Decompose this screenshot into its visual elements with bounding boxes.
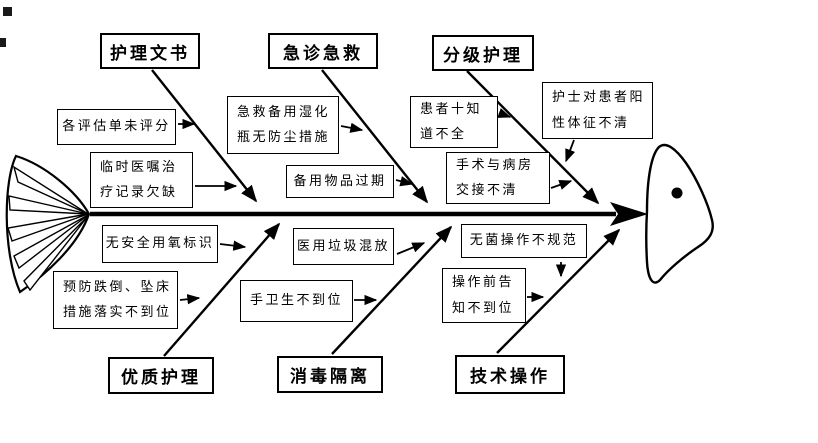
branch-disinfection-isolation <box>331 225 453 355</box>
cause-nurse-unclear-positive-signs: 护士对患者阳 性体征不清 <box>542 82 653 139</box>
arrow-nurse-unclear-positive-signs <box>565 139 576 163</box>
branch-nursing-documents <box>151 69 258 203</box>
cause-surgery-ward-handover-unclear: 手术与病房 交接不清 <box>446 152 550 204</box>
cause-no-oxygen-safety-signs: 无安全用氧标识 <box>102 225 218 263</box>
branch-technical-operation <box>496 228 621 354</box>
arrow-fall-prevention-not-implemented <box>179 294 201 305</box>
cause-aseptic-operation-nonstandard: 无菌操作不规范 <box>461 224 587 258</box>
cause-hand-hygiene-inadequate: 手卫生不到位 <box>240 280 353 322</box>
cause-medical-waste-mixed: 医用垃圾混放 <box>293 228 394 265</box>
arrow-surgery-ward-handover-unclear <box>550 179 573 190</box>
arrow-humidifier-bottle-no-dustproof <box>340 122 364 133</box>
fish-tail-icon <box>5 154 91 294</box>
arrow-medical-waste-mixed <box>396 242 426 255</box>
branch-graded-nursing <box>466 70 600 205</box>
category-technical-operation: 技术操作 <box>455 355 565 394</box>
cause-humidifier-bottle-no-dustproof: 急救备用湿化 瓶无防尘措施 <box>227 96 339 154</box>
branch-quality-nursing <box>163 222 281 357</box>
category-nursing-documents: 护理文书 <box>100 33 200 69</box>
cause-spare-items-expired: 备用物品过期 <box>286 165 394 198</box>
main-spine-arrow <box>90 202 648 226</box>
edge-artifact <box>0 38 6 47</box>
category-disinfection-isolation: 消毒隔离 <box>277 356 383 393</box>
edge-artifact <box>3 7 12 16</box>
category-quality-nursing: 优质护理 <box>108 357 214 394</box>
cause-fall-prevention-not-implemented: 预防跌倒、坠床 措施落实不到位 <box>53 271 178 329</box>
category-emergency-first-aid: 急诊急救 <box>268 33 378 69</box>
cause-temporary-order-records-missing: 临时医嘱治 疗记录欠缺 <box>90 152 193 208</box>
arrow-patient-ten-knowledge-incomplete <box>497 108 512 118</box>
category-graded-nursing: 分级护理 <box>432 35 534 71</box>
arrow-no-oxygen-safety-signs <box>219 240 247 251</box>
cause-patient-ten-knowledge-incomplete: 患者十知 道不全 <box>410 96 498 148</box>
cause-assessment-forms-unscored: 各评估单未评分 <box>57 109 176 145</box>
arrow-spare-items-expired <box>395 176 414 187</box>
fish-head-icon <box>645 143 714 284</box>
cause-pre-operation-notification-inadequate: 操作前告 知不到位 <box>442 268 526 323</box>
fish-eye-dot <box>671 187 683 199</box>
